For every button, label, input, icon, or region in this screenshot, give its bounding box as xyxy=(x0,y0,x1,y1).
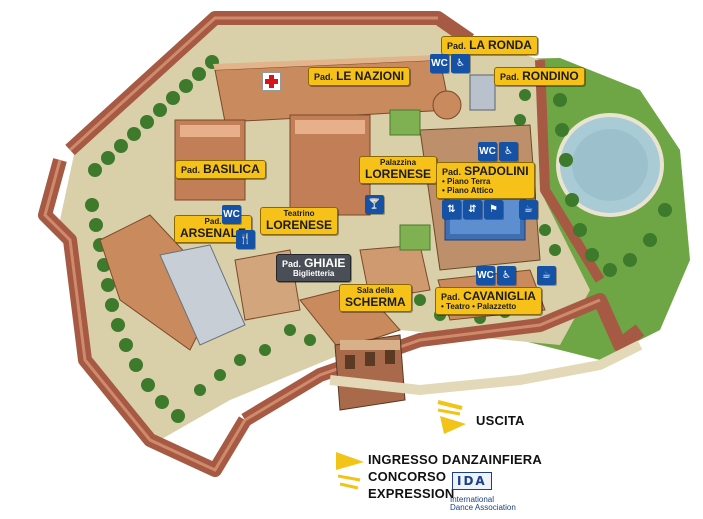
trees xyxy=(85,55,672,423)
label-pad-ghiaie[interactable]: Pad. GHIAIE Biglietteria xyxy=(276,254,352,282)
label-name: LORENESE xyxy=(365,166,432,181)
label-prefix: Palazzina xyxy=(380,158,417,167)
label-sub-piano-terra: • Piano Terra xyxy=(442,177,491,187)
entrance-tower xyxy=(334,334,406,411)
ida-line1: International xyxy=(450,495,495,504)
coffee-icon: ☕ xyxy=(537,266,556,285)
label-name: SPADOLINI xyxy=(464,164,529,178)
label-name: BASILICA xyxy=(203,162,260,176)
label-sub-teatro-palazzetto: • Teatro • Palazzetto xyxy=(441,302,517,312)
wheelchair-icon: ♿ xyxy=(497,266,516,285)
label-name: ARSENALE xyxy=(180,225,247,240)
ida-logo: IDA xyxy=(452,472,492,490)
label-prefix: Sala della xyxy=(356,286,394,295)
restaurant-icon: 🍴 xyxy=(236,230,255,249)
label-pad-cavaniglia[interactable]: Pad. CAVANIGLIA • Teatro • Palazzetto xyxy=(435,287,542,315)
label-name: LE NAZIONI xyxy=(336,69,405,83)
wc-icon: WC xyxy=(222,205,241,224)
label-sub-piano-attico: • Piano Attico xyxy=(442,185,494,195)
label-sala-della-scherma[interactable]: Sala della SCHERMA xyxy=(339,284,412,312)
label-prefix: Pad. xyxy=(447,41,467,51)
label-palazzina-lorenese[interactable]: Palazzina LORENESE xyxy=(359,156,438,184)
label-prefix: Pad. xyxy=(442,167,462,177)
first-aid-icon xyxy=(262,72,281,91)
ida-line2: Dance Association xyxy=(450,503,516,513)
label-prefix: Pad. xyxy=(441,292,461,302)
entrance-label-line1[interactable]: INGRESSO DANZAINFIERA xyxy=(368,452,542,467)
entrance-label-line2[interactable]: CONCORSO xyxy=(368,469,447,484)
wheelchair-icon: ♿ xyxy=(451,54,470,73)
label-pad-le-nazioni[interactable]: Pad. LE NAZIONI xyxy=(308,67,411,87)
label-prefix: Pad. xyxy=(204,217,222,226)
label-prefix: Pad. xyxy=(282,259,302,269)
label-name: SCHERMA xyxy=(345,294,406,309)
label-prefix: Teatrino xyxy=(283,209,315,218)
label-name: RONDINO xyxy=(522,69,579,83)
label-pad-spadolini[interactable]: Pad. SPADOLINI • Piano Terra • Piano Att… xyxy=(436,162,535,199)
label-teatrino-lorenese[interactable]: Teatrino LORENESE xyxy=(260,207,339,235)
wheelchair-icon: ♿ xyxy=(499,142,518,161)
entrance-arrow-icon xyxy=(336,452,364,490)
label-prefix: Pad. xyxy=(181,165,201,175)
label-name: CAVANIGLIA xyxy=(463,289,536,303)
wc-icon: WC xyxy=(478,142,497,161)
label-name: GHIAIE xyxy=(304,256,346,270)
restaurant-icon: ⚑ xyxy=(484,200,503,219)
escalator-icon: ⇅ xyxy=(442,200,461,219)
label-prefix: Pad. xyxy=(500,72,520,82)
label-name: LA RONDA xyxy=(469,38,532,52)
label-sub-biglietteria: Biglietteria xyxy=(293,269,335,279)
label-prefix: Pad. xyxy=(314,72,334,82)
label-name: LORENESE xyxy=(266,217,333,232)
wc-icon: WC xyxy=(476,266,495,285)
bar-icon: 🍸 xyxy=(365,195,384,214)
elevator-icon: ⇵ xyxy=(463,200,482,219)
exit-arrow-icon xyxy=(437,400,466,434)
entrance-label-line3[interactable]: EXPRESSION xyxy=(368,486,455,501)
label-pad-la-ronda[interactable]: Pad. LA RONDA xyxy=(441,36,538,56)
label-pad-basilica[interactable]: Pad. BASILICA xyxy=(175,160,266,180)
label-pad-rondino[interactable]: Pad. RONDINO xyxy=(494,67,585,87)
wc-icon: WC xyxy=(430,54,449,73)
uscita-label[interactable]: USCITA xyxy=(476,413,525,428)
ida-text: International Dance Association xyxy=(450,495,516,513)
coffee-icon: ☕ xyxy=(519,200,538,219)
east-wall xyxy=(535,59,605,283)
